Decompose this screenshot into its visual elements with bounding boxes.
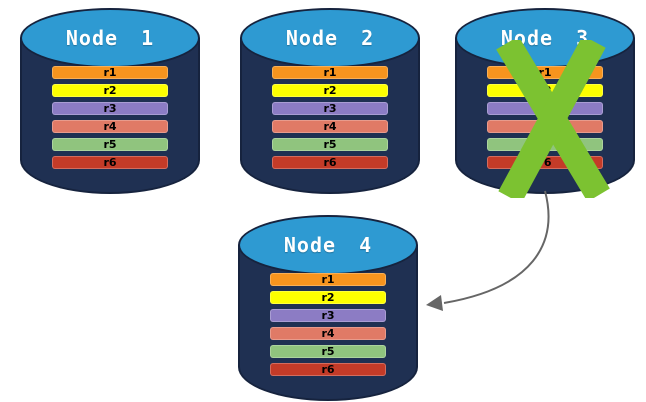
node-3-title: Node 3 bbox=[500, 26, 590, 50]
node-1-replica-list: r1 r2 r3 r4 r5 r6 bbox=[52, 66, 168, 169]
replica-bar: r2 bbox=[272, 84, 388, 97]
replica-bar: r2 bbox=[487, 84, 603, 97]
replica-bar: r6 bbox=[270, 363, 386, 376]
node-1-cylinder-top: Node 1 bbox=[20, 8, 200, 68]
node-2-cylinder: Node 2 r1 r2 r3 r4 r5 r6 bbox=[240, 8, 420, 194]
node-1-cylinder: Node 1 r1 r2 r3 r4 r5 r6 bbox=[20, 8, 200, 194]
node-3-cylinder: Node 3 r1 r2 r3 r4 r5 r6 bbox=[455, 8, 635, 194]
replica-bar: r5 bbox=[272, 138, 388, 151]
replica-bar: r6 bbox=[272, 156, 388, 169]
replica-bar: r6 bbox=[52, 156, 168, 169]
replica-bar: r5 bbox=[270, 345, 386, 358]
replica-bar: r3 bbox=[270, 309, 386, 322]
replica-bar: r4 bbox=[487, 120, 603, 133]
replica-bar: r1 bbox=[52, 66, 168, 79]
replication-arrowhead-icon bbox=[426, 295, 443, 311]
node-3-replica-list: r1 r2 r3 r4 r5 r6 bbox=[487, 66, 603, 169]
node-4-cylinder-top: Node 4 bbox=[238, 215, 418, 275]
replica-bar: r1 bbox=[272, 66, 388, 79]
node-3-cylinder-top: Node 3 bbox=[455, 8, 635, 68]
replica-bar: r1 bbox=[487, 66, 603, 79]
replica-bar: r5 bbox=[487, 138, 603, 151]
replica-bar: r3 bbox=[52, 102, 168, 115]
node-2-title: Node 2 bbox=[285, 26, 375, 50]
replica-bar: r2 bbox=[52, 84, 168, 97]
replica-bar: r1 bbox=[270, 273, 386, 286]
replication-arrow-line bbox=[443, 190, 550, 304]
node-4-title: Node 4 bbox=[283, 233, 373, 257]
replica-bar: r6 bbox=[487, 156, 603, 169]
replica-bar: r3 bbox=[272, 102, 388, 115]
node-1-title: Node 1 bbox=[65, 26, 155, 50]
node-4-replica-list: r1 r2 r3 r4 r5 r6 bbox=[270, 273, 386, 376]
node-2-cylinder-top: Node 2 bbox=[240, 8, 420, 68]
replica-bar: r5 bbox=[52, 138, 168, 151]
node-4-cylinder: Node 4 r1 r2 r3 r4 r5 r6 bbox=[238, 215, 418, 401]
replica-bar: r3 bbox=[487, 102, 603, 115]
replica-bar: r4 bbox=[272, 120, 388, 133]
replica-bar: r4 bbox=[270, 327, 386, 340]
replica-bar: r2 bbox=[270, 291, 386, 304]
node-2-replica-list: r1 r2 r3 r4 r5 r6 bbox=[272, 66, 388, 169]
replica-bar: r4 bbox=[52, 120, 168, 133]
